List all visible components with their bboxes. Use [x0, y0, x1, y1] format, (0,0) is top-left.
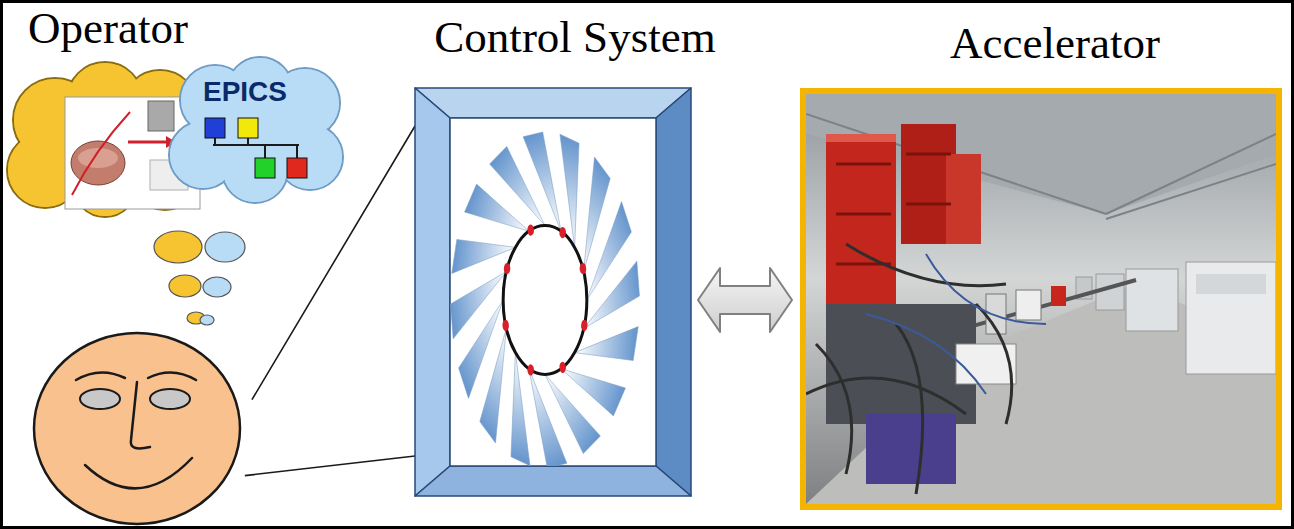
- cables: [806, 244, 1012, 494]
- network-bus: [213, 138, 299, 158]
- beamline-wedge: [545, 374, 600, 453]
- storage-ring: [503, 226, 587, 375]
- beamline-wedge: [450, 241, 506, 362]
- rack: [1126, 269, 1178, 331]
- slide-curve: [72, 112, 130, 195]
- beam-pipe: [866, 280, 1136, 356]
- dipole-magnet: [826, 134, 896, 304]
- beamline-wedge: [575, 283, 646, 409]
- beamline-wedge: [535, 122, 606, 248]
- control-system-frame: Control System: [415, 88, 691, 496]
- beamline-device: [986, 294, 1006, 334]
- bubble-yellow: [169, 275, 201, 297]
- tunnel-floor: [806, 284, 1276, 504]
- bubble-blue: [205, 232, 245, 262]
- eye: [80, 389, 120, 409]
- beamline-wedge: [587, 202, 632, 300]
- beamline-wedge: [510, 120, 578, 231]
- network-node-red: [287, 158, 307, 178]
- slide-arrow: [128, 141, 168, 144]
- network-node-blue: [205, 118, 225, 138]
- frame-right: [656, 88, 691, 496]
- ring-marker: [559, 225, 567, 240]
- panel-heading: Accelerator: [950, 18, 1160, 70]
- bubble-yellow: [154, 231, 202, 263]
- epics-network: [205, 118, 307, 178]
- bubble-blue: [203, 277, 231, 297]
- support-stand: [826, 304, 976, 424]
- control-system-frame-outline: [415, 88, 691, 496]
- tunnel-background: [806, 94, 1276, 504]
- ring-marker: [580, 318, 588, 332]
- face-outline: [34, 333, 240, 524]
- face-features: [76, 372, 196, 488]
- beamline-wedge: [562, 150, 624, 271]
- instrument-box: [956, 344, 1016, 384]
- bevel-frame: [415, 88, 691, 496]
- beamline-wedge: [459, 300, 504, 398]
- cloud-fill: [170, 58, 342, 202]
- dipole-magnet: [901, 124, 956, 244]
- eye: [150, 389, 190, 409]
- ring-marker: [579, 261, 587, 276]
- beamline-wedge: [561, 331, 629, 442]
- network-node-yellow: [238, 118, 258, 138]
- rack-panel: [1196, 274, 1266, 294]
- ring-marker: [559, 360, 567, 375]
- beamline-device: [1016, 290, 1041, 320]
- cloud-label: EPICS: [180, 76, 310, 108]
- operator-face-outline: [32, 331, 242, 526]
- base-unit: [866, 414, 956, 484]
- frame-bottom: [415, 466, 691, 496]
- panel-heading: Control System: [434, 12, 715, 64]
- eyebrow: [148, 372, 196, 380]
- magnet-highlight: [826, 134, 896, 142]
- rack: [1076, 277, 1092, 299]
- magnet-coil: [836, 154, 951, 264]
- accelerator-panel: Accelerator: [800, 88, 1282, 510]
- quadrupole-magnet: [946, 154, 981, 244]
- panel-heading: Operator: [28, 3, 188, 55]
- eyebrow: [76, 372, 125, 380]
- rack: [1186, 262, 1276, 374]
- thought-bubbles: [154, 231, 245, 325]
- ring-marker: [503, 261, 511, 276]
- beamline-wedge: [584, 238, 646, 359]
- network-node-green: [255, 158, 275, 178]
- cloud-outline: [169, 57, 343, 203]
- operator-face: Operator: [32, 331, 242, 526]
- beamline-wedge: [461, 158, 529, 269]
- ring-marker: [502, 318, 510, 332]
- epics-thought-cloud: EPICS: [165, 55, 345, 205]
- portrait: [148, 101, 174, 131]
- cables: [866, 254, 1046, 394]
- ring-marker: [527, 363, 535, 377]
- beamline-wedge: [512, 369, 580, 466]
- cable-tray: [806, 114, 1276, 219]
- smile: [85, 458, 192, 488]
- frame-left: [415, 88, 450, 496]
- ring-interior: [503, 226, 587, 375]
- bubble-blue: [200, 315, 214, 325]
- ring-marker: [527, 223, 535, 237]
- orbit-shape: [71, 141, 125, 185]
- beamline-wedge: [484, 353, 555, 466]
- beamline-magnet: [1051, 286, 1066, 306]
- beamline-wedge: [490, 146, 545, 225]
- frame-top: [415, 88, 691, 118]
- beamline-wedge: [465, 328, 527, 449]
- double-block-arrow: [698, 268, 792, 332]
- accelerator-photo: [806, 94, 1276, 504]
- storage-ring-map: [450, 120, 646, 466]
- beamline-wedge: [450, 191, 515, 317]
- frame-inner: [450, 118, 656, 466]
- rack: [1096, 274, 1124, 310]
- nose: [131, 382, 150, 448]
- tunnel-ceiling: [806, 94, 1276, 214]
